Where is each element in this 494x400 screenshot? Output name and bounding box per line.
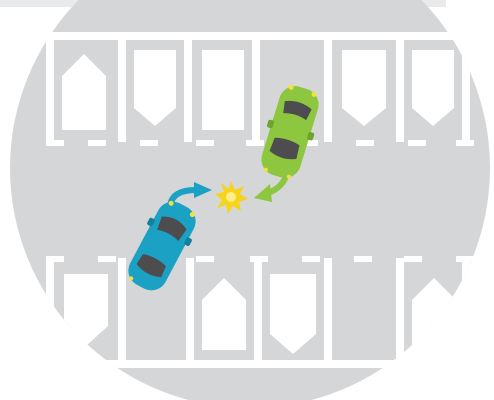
stall-divider bbox=[118, 32, 126, 142]
dash bbox=[196, 256, 214, 262]
dash bbox=[196, 140, 214, 146]
dash bbox=[246, 140, 264, 146]
stall-divider bbox=[396, 258, 404, 368]
dash bbox=[456, 256, 474, 262]
dash bbox=[250, 256, 268, 262]
dash bbox=[354, 256, 372, 262]
stall-divider bbox=[254, 258, 262, 368]
stall-divider bbox=[324, 258, 332, 368]
bottom-row-back-line bbox=[0, 360, 494, 368]
stall-divider bbox=[396, 32, 404, 142]
stall-marker-blank bbox=[202, 50, 244, 130]
dash bbox=[46, 140, 64, 146]
stall-divider bbox=[324, 32, 332, 142]
stall-divider bbox=[46, 32, 54, 142]
stall-divider bbox=[462, 258, 470, 368]
dash bbox=[98, 256, 116, 262]
dash bbox=[356, 140, 374, 146]
stall-divider bbox=[46, 258, 54, 368]
stall-divider bbox=[186, 258, 194, 368]
stall-divider bbox=[184, 32, 192, 142]
top-row-back-line bbox=[0, 32, 494, 40]
dash bbox=[456, 140, 474, 146]
dash bbox=[140, 140, 158, 146]
dash bbox=[404, 256, 422, 262]
dash bbox=[302, 256, 320, 262]
dash bbox=[46, 256, 64, 262]
stall-divider bbox=[462, 32, 470, 142]
stall-divider bbox=[118, 258, 126, 368]
dash bbox=[88, 140, 106, 146]
stall-divider bbox=[252, 32, 260, 142]
dash bbox=[408, 140, 426, 146]
